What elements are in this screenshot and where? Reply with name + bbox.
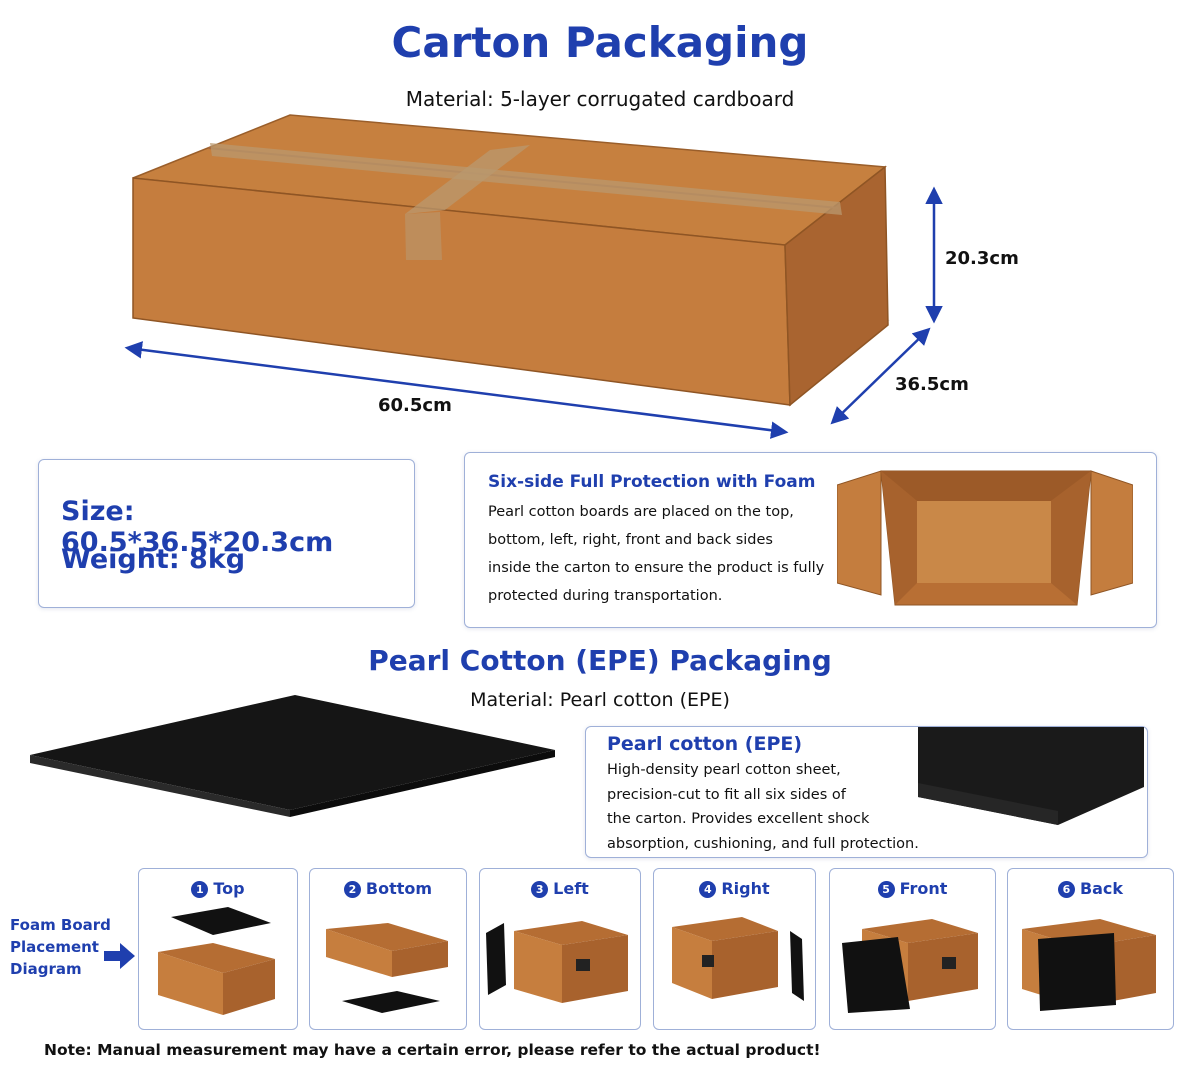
size-text: Size: 60.5*36.5*20.3cm: [61, 496, 334, 558]
front-placement-image: [842, 919, 978, 1013]
epe-card-text: High-density pearl cotton sheet, precisi…: [607, 758, 919, 856]
foam-label-line: Diagram: [10, 960, 82, 978]
right-placement-image: [672, 917, 804, 1001]
protection-line: bottom, left, right, front and back side…: [488, 532, 773, 548]
step-name: Right: [721, 879, 770, 898]
left-placement-image: [486, 921, 628, 1003]
step-name: Front: [899, 879, 948, 898]
step-number: 3: [531, 881, 549, 898]
epe-material: Material: Pearl cotton (EPE): [470, 689, 730, 711]
epe-line: High-density pearl cotton sheet,: [607, 762, 841, 778]
step-number: 4: [699, 881, 717, 898]
foam-sheet-image: [30, 695, 555, 817]
top-placement-image: [158, 907, 275, 1015]
carton-material: Material: 5-layer corrugated cardboard: [405, 87, 795, 111]
protection-text: Pearl cotton boards are placed on the to…: [488, 498, 824, 610]
step-number: 1: [191, 881, 209, 898]
step-number: 5: [877, 881, 895, 898]
weight-text: Weight: 8kg: [61, 544, 246, 575]
foam-label-line: Placement: [10, 938, 99, 956]
foam-label-line: Foam Board: [10, 916, 111, 934]
height-dimension-label: 20.3cm: [945, 248, 1019, 269]
epe-line: the carton. Provides excellent shock: [607, 811, 870, 827]
carton-box-illustration: [124, 114, 943, 439]
step-number: 6: [1057, 881, 1075, 898]
open-carton-image: [837, 470, 1133, 606]
carton-title: Carton Packaging: [391, 18, 809, 67]
protection-line: inside the carton to ensure the product …: [488, 560, 825, 576]
right-arrow-icon: [104, 943, 135, 969]
disclaimer-note: Note: Manual measurement may have a cert…: [44, 1041, 821, 1059]
step-name: Top: [213, 879, 245, 898]
step-name: Bottom: [365, 879, 433, 898]
step-name: Left: [553, 879, 589, 898]
protection-title: Six-side Full Protection with Foam: [488, 472, 816, 492]
foam-closeup-image: [918, 727, 1144, 825]
depth-dimension-label: 36.5cm: [895, 374, 969, 395]
foam-placement-label: Foam Board Placement Diagram: [10, 914, 111, 980]
protection-line: protected during transportation.: [488, 588, 723, 604]
epe-info-card: Pearl cotton (EPE) High-density pearl co…: [585, 726, 1148, 858]
step-number: 2: [343, 881, 361, 898]
epe-title: Pearl Cotton (EPE) Packaging: [368, 644, 832, 677]
protection-line: Pearl cotton boards are placed on the to…: [488, 504, 794, 520]
step-name: Back: [1079, 879, 1124, 898]
protection-card: Six-side Full Protection with Foam Pearl…: [464, 452, 1157, 628]
epe-line: precision-cut to fit all six sides of: [607, 786, 846, 803]
specs-card: Size: 60.5*36.5*20.3cm Weight: 8kg: [38, 459, 415, 608]
epe-line: absorption, cushioning, and full protect…: [607, 835, 919, 852]
epe-card-title: Pearl cotton (EPE): [607, 733, 803, 755]
bottom-placement-image: [326, 923, 448, 1013]
back-placement-image: [1022, 919, 1156, 1011]
length-dimension-label: 60.5cm: [378, 395, 452, 416]
